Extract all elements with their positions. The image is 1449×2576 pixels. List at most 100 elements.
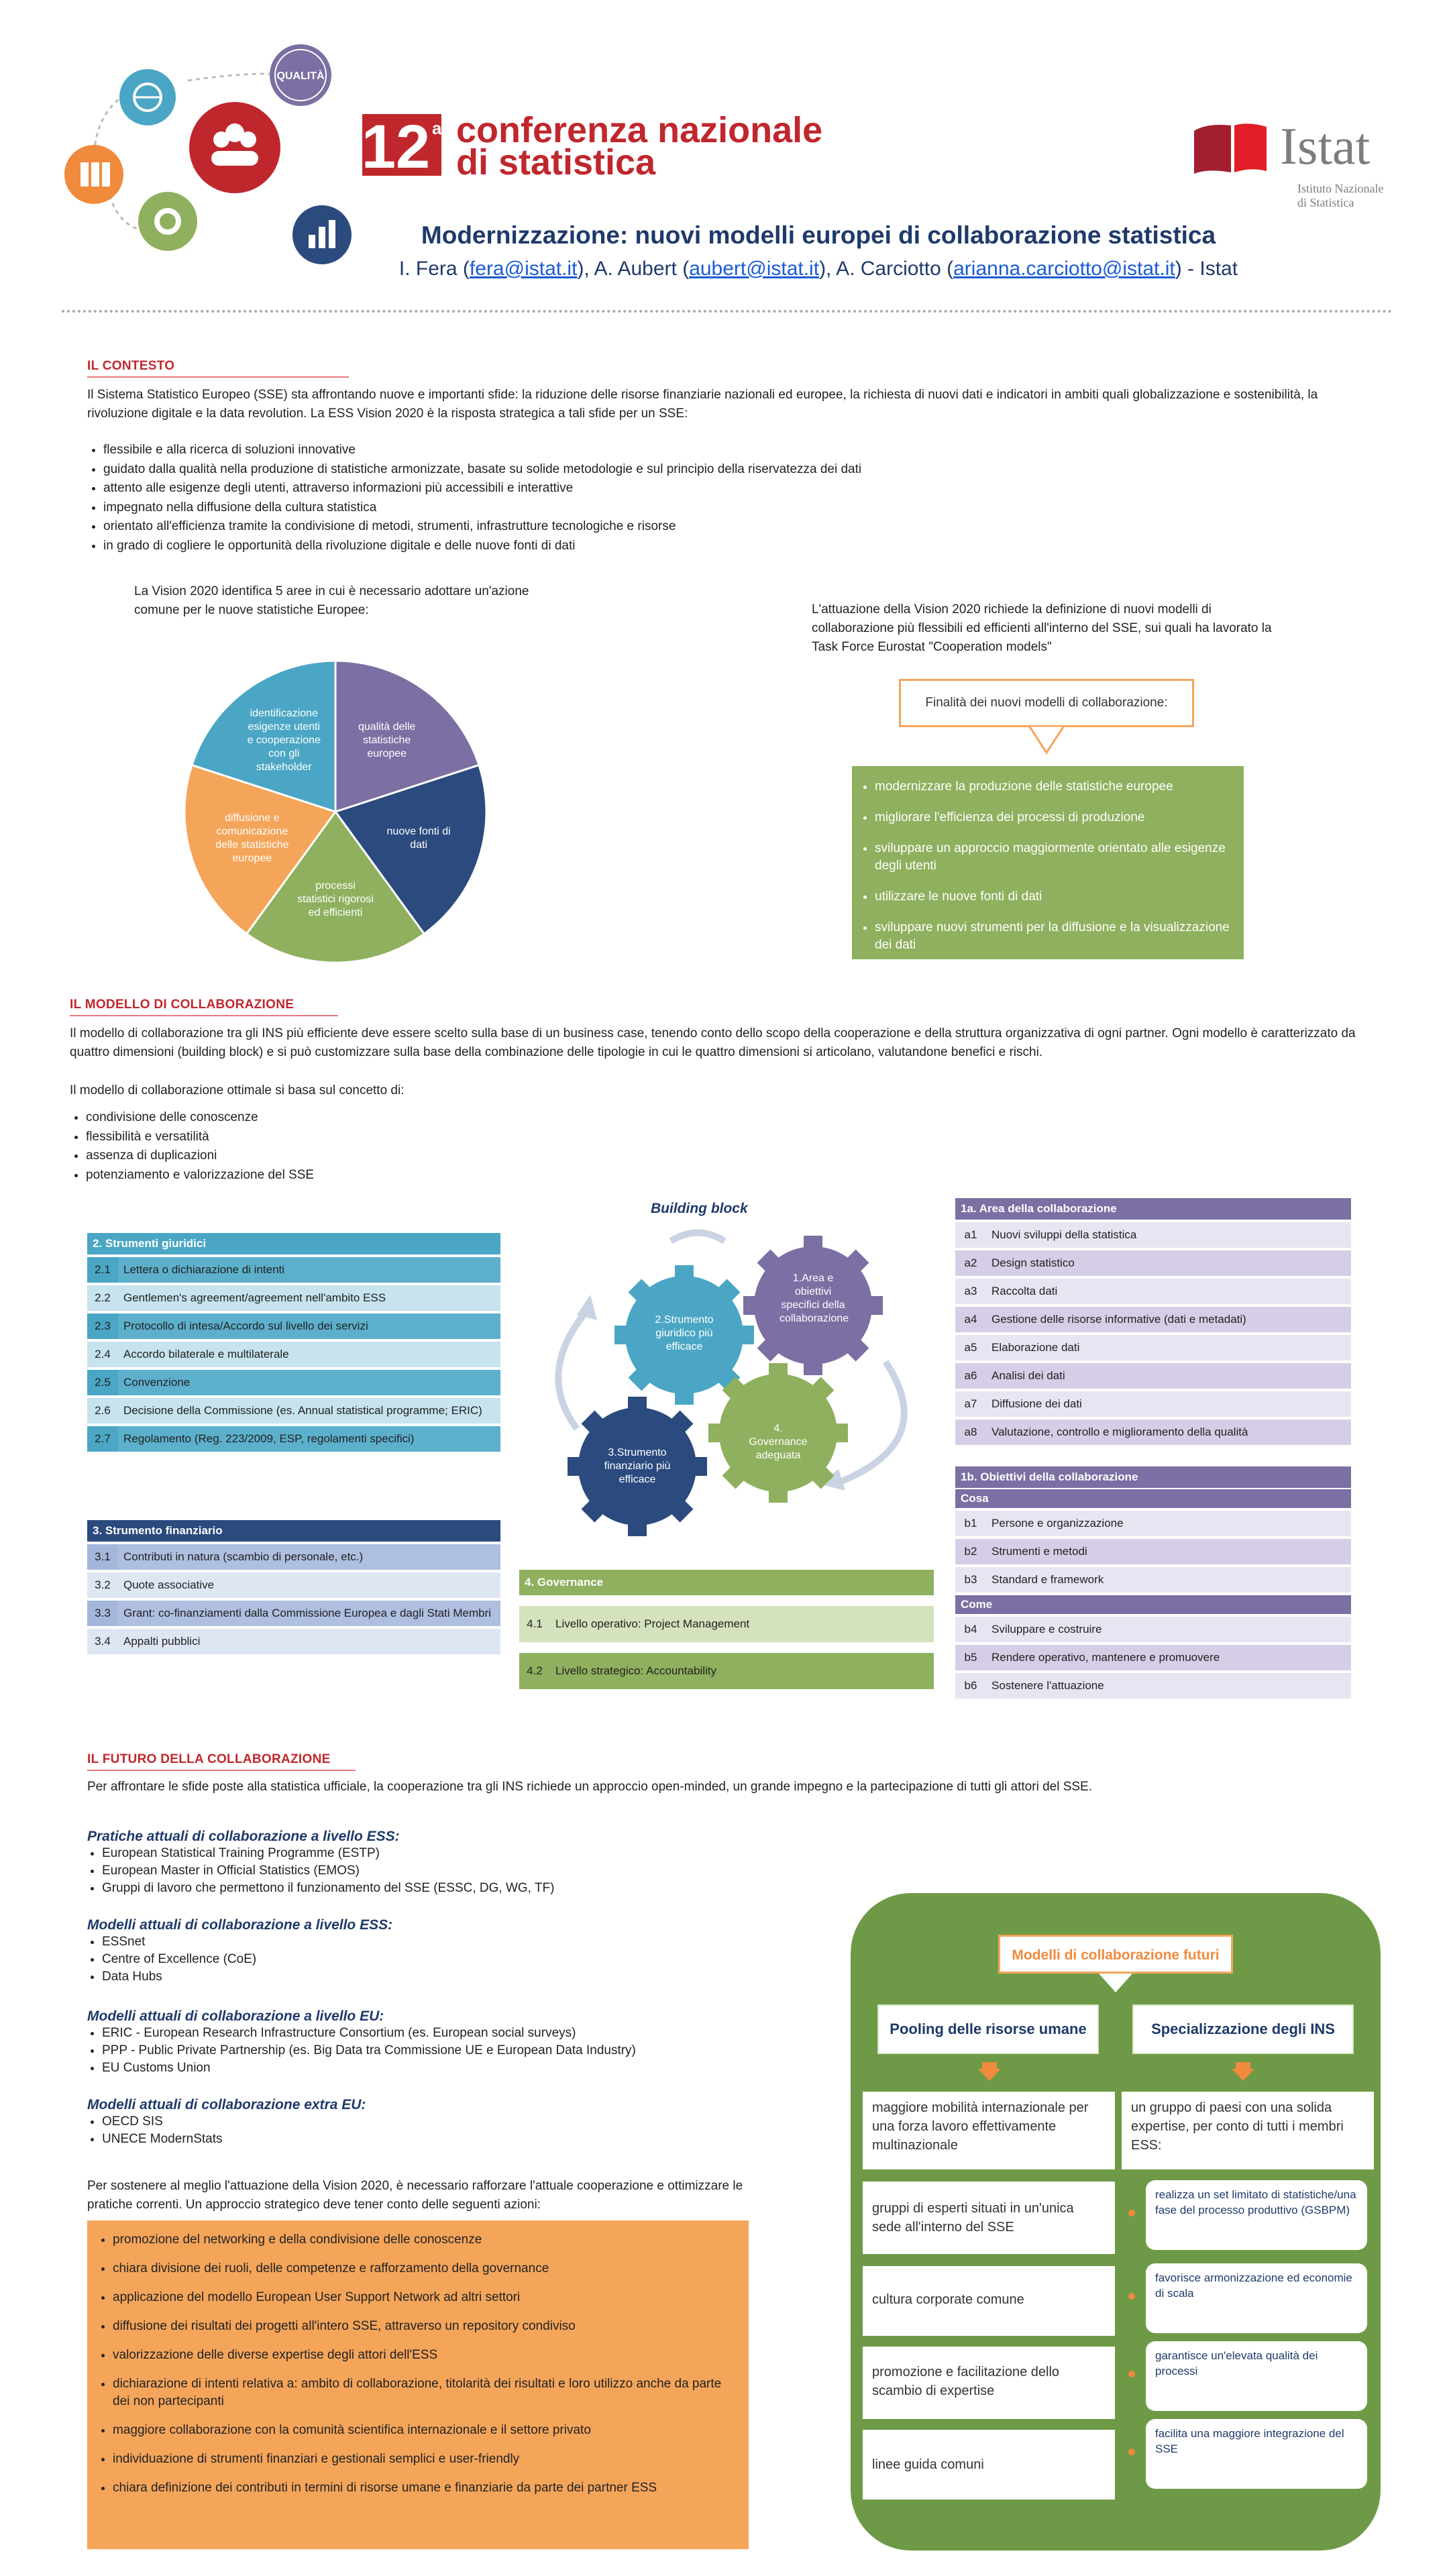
header-divider [62,310,1393,317]
conference-icons: QUALITÀ 12 a conferenza nazionale di sta… [64,44,822,264]
pie-slice [245,810,426,964]
list-item: PPP - Public Private Partnership (es. Bi… [102,2042,825,2059]
table-header: 2. Strumenti giuridici [87,1233,500,1254]
row-code: 2.7 [87,1426,118,1452]
gears-svg [555,1229,908,1536]
pooling-header: Pooling delle risorse umane [877,2004,1099,2054]
gear-label-3: 3.Strumento finanziario più efficace [604,1447,671,1485]
list-item: flessibile e alla ricerca di soluzioni i… [103,441,1378,460]
pie-slice-label: nuove fonti di dati [386,826,451,851]
istat-sub1: Istituto Nazionale [1297,182,1384,195]
row-code: a8 [955,1419,986,1445]
list-item: European Statistical Training Programme … [102,1845,825,1862]
azioni-box: promozione del networking e della condiv… [87,2220,749,2549]
gear-label-4: 4. Governance adeguata [749,1423,808,1461]
practice-group-title: Pratiche attuali di collaborazione a liv… [87,1829,400,1844]
table-row: a8 Valutazione, controllo e miglioramento… [955,1419,1351,1445]
practice-list: ERIC - European Research Infrastructure … [87,2025,825,2077]
row-text: Gentlemen's agreement/agreement nell'amb… [123,1291,386,1304]
list-item: utilizzare le nuove fonti di dati [875,888,1234,906]
row-text: Valutazione, controllo e miglioramento d… [991,1426,1248,1438]
email-link-carciotto[interactable]: arianna.carciotto@istat.it [953,258,1175,280]
row-text: Quote associative [123,1578,215,1591]
table-row: 3.1 Contributi in natura (scambio di pers… [87,1544,500,1570]
pooling-item: cultura corporate comune [863,2266,1115,2336]
row-text: Elaborazione dati [991,1341,1080,1354]
istat-logo-text: Istat [1280,117,1371,175]
pooling-item: gruppi di esperti situati in un'unica se… [863,2182,1115,2254]
pie-slice [334,659,480,814]
row-text: Protocollo di intesa/Accordo sul livello… [123,1320,368,1332]
list-item: Data Hubs [102,1968,825,1986]
futuro-title: IL FUTURO DELLA COLLABORAZIONE [87,1752,356,1771]
row-text: Grant: co-finanziamenti dalla Commission… [123,1607,492,1619]
row-code: 2.4 [87,1342,118,1367]
list-item: flessibilità e versatilità [86,1128,623,1147]
documents-icon [64,145,123,204]
list-item: promozione del networking e della condiv… [113,2231,739,2249]
pie-slice-label: processi statistici rigorosi ed efficien… [297,879,374,918]
list-item: attento alle esigenze degli utenti, attr… [103,479,1378,498]
row-text: Livello operativo: Project Management [555,1617,750,1630]
table-header: 4. Governance [519,1570,934,1595]
row-text: Contributi in natura (scambio di persona… [123,1550,364,1563]
list-item: UNECE ModernStats [102,2131,825,2148]
list-item: EU Customs Union [102,2059,825,2077]
pooling-item: promozione e facilitazione dello scambio… [863,2347,1115,2419]
row-text: Livello strategico: Accountability [555,1664,717,1677]
row-code: 2.6 [87,1398,118,1424]
finalita-label: Finalità dei nuovi modelli di collaboraz… [925,696,1168,710]
finalita-arrow-icon [1028,726,1065,755]
list-item: in grado di cogliere le opportunità dell… [103,537,1378,556]
row-code: b1 [955,1511,986,1536]
row-code: 2.2 [87,1285,118,1311]
list-item: modernizzare la produzione delle statist… [875,778,1234,796]
email-link-aubert[interactable]: aubert@istat.it [689,258,820,280]
specializzazione-item: garantisce un'elevata qualità dei proces… [1146,2341,1367,2411]
down-arrow-icon [978,2062,1001,2081]
people-icon [189,102,280,193]
row-text: Strumenti e metodi [991,1545,1087,1558]
row-code: b4 [955,1617,986,1642]
qualita-label: QUALITÀ [276,69,325,82]
list-item: Gruppi di lavoro che permettono il funzi… [102,1880,825,1897]
author-2: ), A. Aubert ( [577,258,690,280]
row-text: Diffusione dei dati [991,1397,1082,1410]
specializzazione-header: Specializzazione degli INS [1132,2004,1354,2054]
modello-section: IL MODELLO DI COLLABORAZIONE [70,998,338,1016]
row-text: Sostenere l'attuazione [991,1679,1104,1692]
row-text: Standard e framework [991,1573,1104,1586]
email-link-fera[interactable]: fera@istat.it [469,258,578,280]
list-item: condivisione delle conoscenze [86,1108,623,1128]
pie-svg [183,659,488,964]
table-subheader: Come [955,1595,1351,1614]
finalita-box: Finalità dei nuovi modelli di collaboraz… [899,679,1194,727]
page-title: Modernizzazione: nuovi modelli europei d… [421,221,1216,249]
list-item: Centre of Excellence (CoE) [102,1951,825,1968]
vision-text: La Vision 2020 identifica 5 aree in cui … [134,584,529,617]
list-item: assenza di duplicazioni [86,1146,623,1166]
row-code: a5 [955,1335,986,1360]
contesto-title: IL CONTESTO [87,359,349,378]
table-header: 1b. Obiettivi della collaborazione [955,1466,1351,1488]
row-code: 3.1 [87,1544,118,1570]
gear-label-1: 1.Area e obiettivi specifici della colla… [780,1273,849,1324]
list-item: chiara divisione dei ruoli, delle compet… [113,2260,739,2277]
gear-label-2: 2.Strumento giuridico più efficace [655,1314,714,1352]
list-item: sviluppare nuovi strumenti per la diffus… [875,919,1234,954]
conference-superscript: a [432,118,442,138]
globe-icon [119,69,176,125]
row-text: Gestione delle risorse informative (dati… [991,1313,1246,1326]
row-code: a1 [955,1222,986,1248]
pie-slice [333,763,488,936]
specializzazione-item: facilita una maggiore integrazione del S… [1146,2419,1367,2489]
